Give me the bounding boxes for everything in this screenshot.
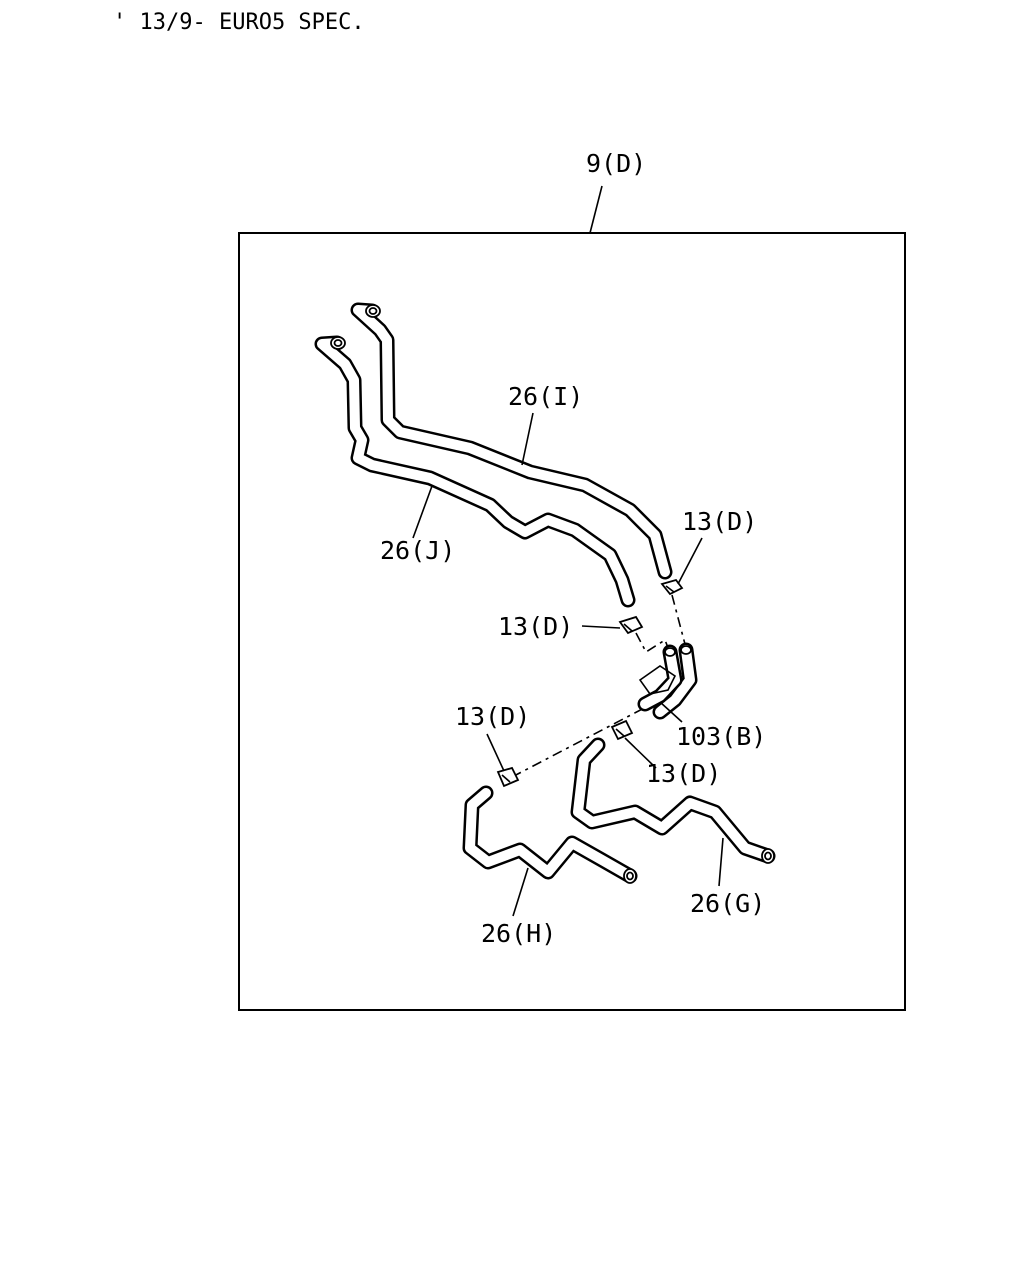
spec-header: ' 13/9- EURO5 SPEC. xyxy=(113,10,365,35)
hose-26-g xyxy=(570,737,776,864)
hose-26-j xyxy=(314,335,636,608)
hose-26-j-leader xyxy=(412,485,433,539)
clip-13-d-upper-right-callout: 13(D) xyxy=(682,507,757,536)
clip-13-d-lower-left-callout: 13(D) xyxy=(455,702,530,731)
hose-26-j-callout: 26(J) xyxy=(380,536,455,565)
clip-13-d-middle-left-callout: 13(D) xyxy=(498,612,573,641)
hose-26-h xyxy=(462,785,638,884)
hose-26-i xyxy=(350,302,673,580)
clip-13-d-lower-right xyxy=(610,719,634,741)
hose-26-i-callout: 26(I) xyxy=(508,382,583,411)
alignment-line-upper xyxy=(671,594,687,649)
alignment-line-lower xyxy=(511,704,651,778)
clip-13-d-middle-left xyxy=(618,615,644,635)
assembly-leader xyxy=(589,185,603,234)
hose-26-i-leader xyxy=(521,412,534,466)
clip-13-d-lower-right-callout: 13(D) xyxy=(646,759,721,788)
hose-26-g-callout: 26(G) xyxy=(690,889,765,918)
bracket-103-b-callout: 103(B) xyxy=(676,722,766,751)
bracket-103-b xyxy=(637,642,698,720)
assembly-frame xyxy=(238,232,906,1011)
hose-26-h-callout: 26(H) xyxy=(481,919,556,948)
assembly-callout: 9(D) xyxy=(586,149,646,178)
clip-13-d-lower-left xyxy=(496,766,520,788)
clip-13-d-upper-right xyxy=(660,578,684,596)
